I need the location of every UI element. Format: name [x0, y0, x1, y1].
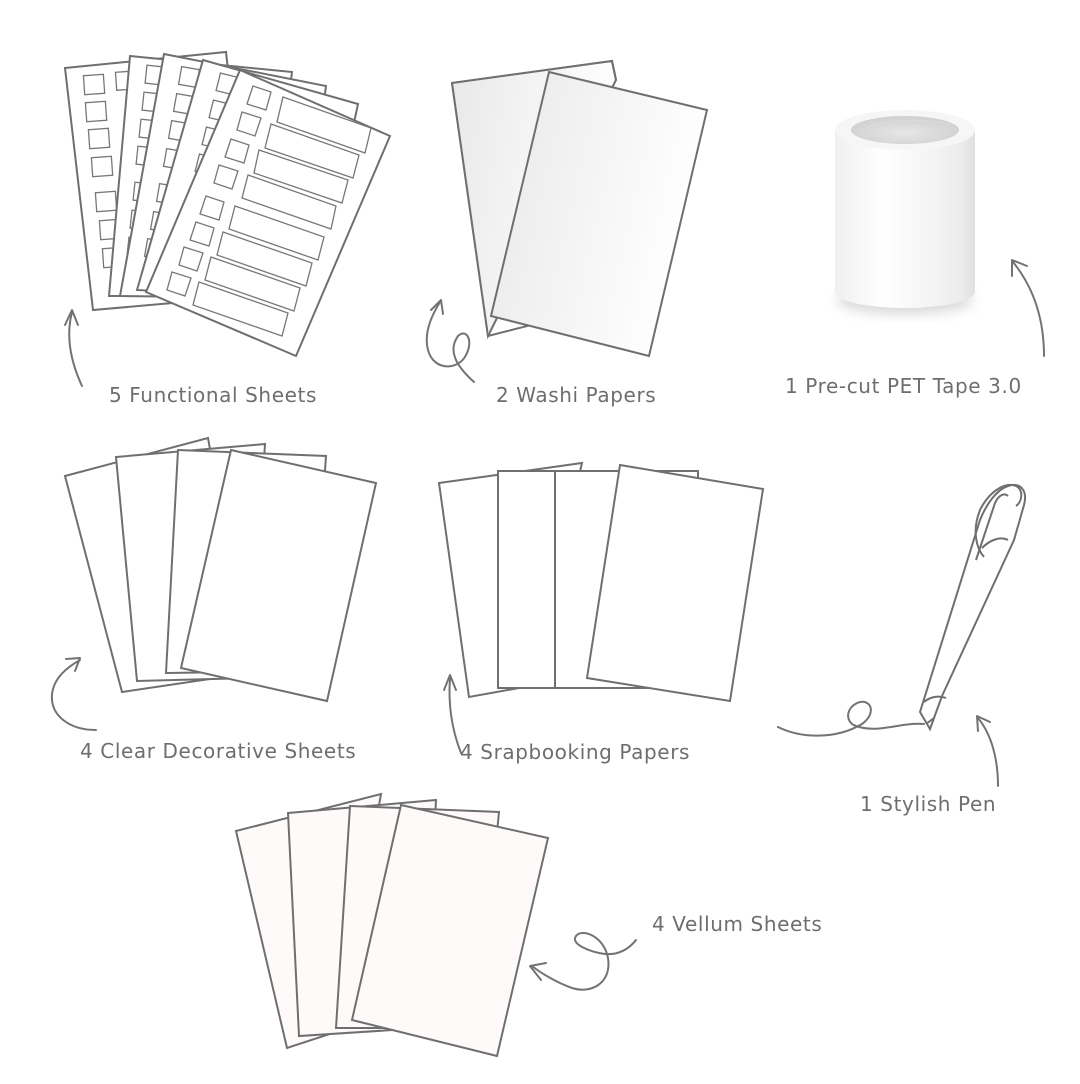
curly-arrow-icon	[531, 931, 637, 991]
stylish-pen-illustration	[777, 484, 1026, 787]
item-label-scrapbooking-papers: 4 Srapbooking Papers	[460, 740, 691, 764]
item-label-vellum-sheets: 4 Vellum Sheets	[652, 912, 823, 936]
arrow-icon	[448, 677, 462, 754]
pet-tape-illustration	[835, 110, 1045, 357]
arrow-icon	[68, 311, 83, 387]
curly-arrow-icon	[425, 301, 475, 383]
item-label-clear-decorative-sheets: 4 Clear Decorative Sheets	[80, 739, 357, 763]
item-label-pet-tape: 1 Pre-cut PET Tape 3.0	[785, 374, 1022, 398]
item-label-functional-sheets: 5 Functional Sheets	[109, 383, 317, 407]
washi-papers-illustration	[425, 59, 709, 383]
arrow-icon	[1012, 261, 1045, 357]
curly-arrow-icon	[50, 659, 97, 731]
clear-decorative-sheets-illustration	[50, 436, 378, 731]
arrow-icon	[977, 717, 999, 787]
item-label-stylish-pen: 1 Stylish Pen	[860, 792, 997, 816]
functional-sheets-illustration	[63, 50, 392, 387]
scrapbooking-papers-illustration	[437, 461, 765, 754]
vellum-sheets-illustration	[234, 792, 637, 1058]
item-label-washi-papers: 2 Washi Papers	[496, 383, 657, 407]
